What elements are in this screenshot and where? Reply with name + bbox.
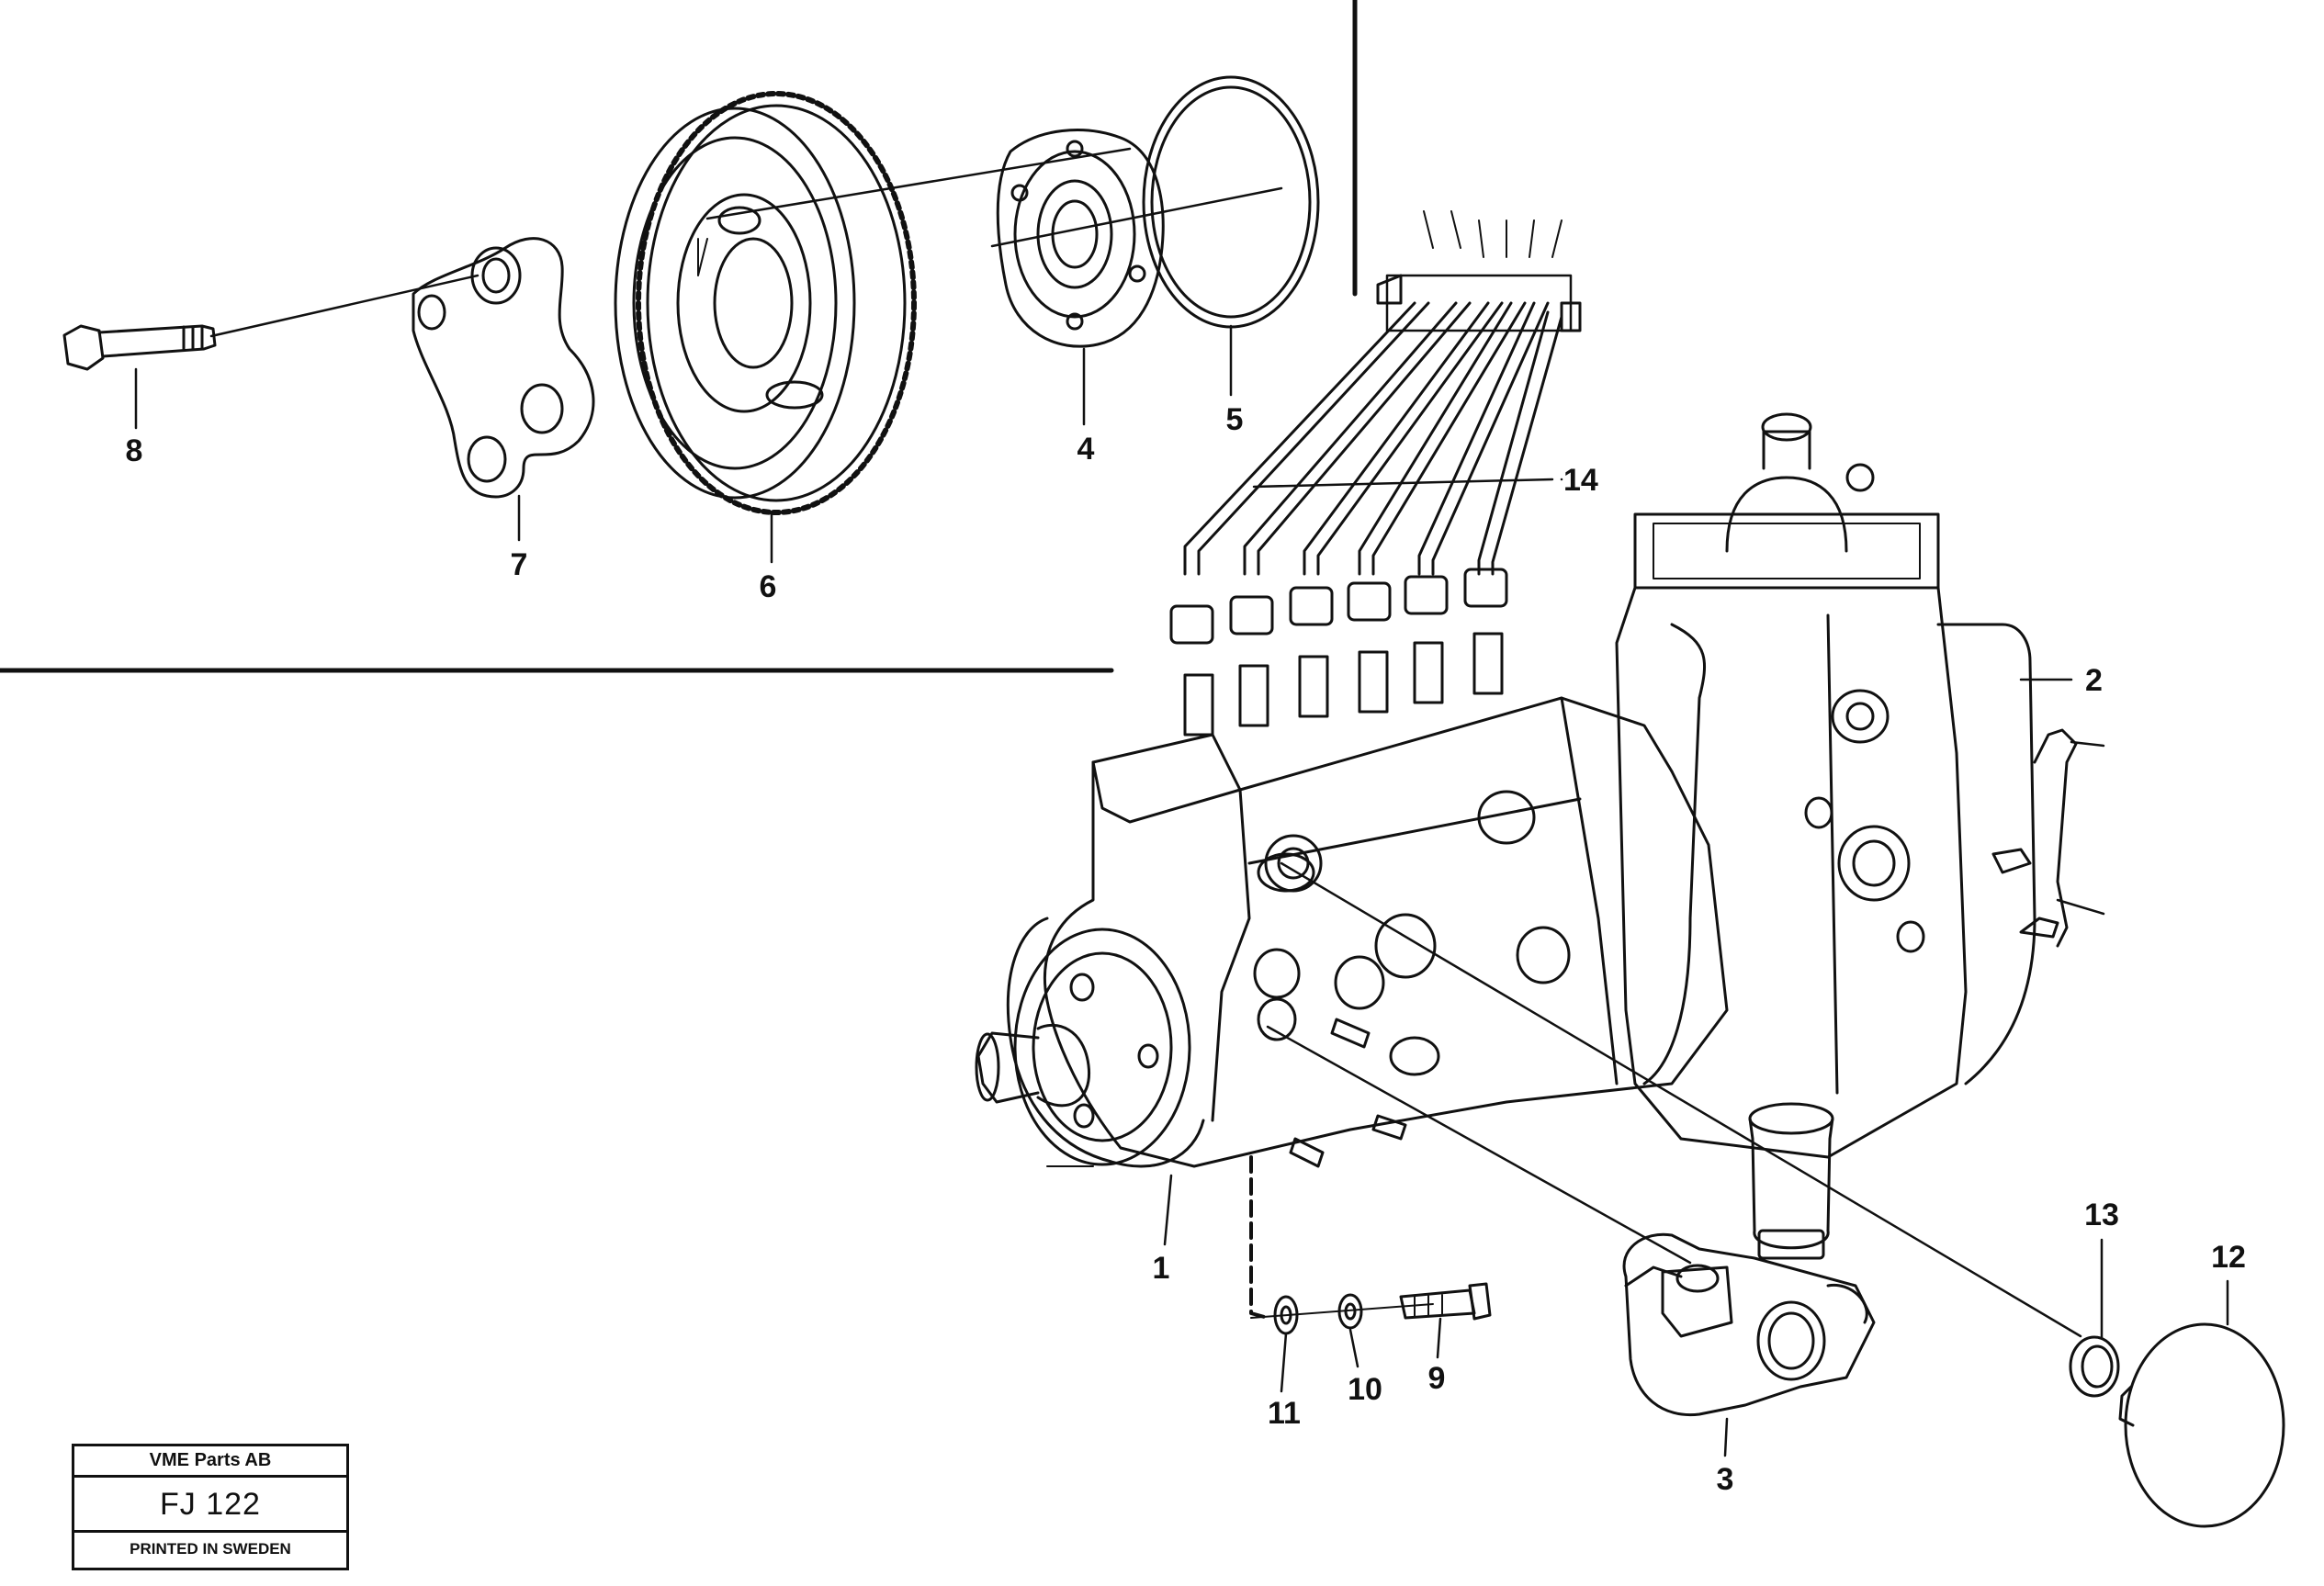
stamp-code: FJ 122 <box>74 1478 346 1533</box>
callout-14: 14 <box>1563 463 1598 498</box>
callout-13: 13 <box>2084 1198 2119 1232</box>
part-gear <box>614 91 917 515</box>
leader-boss-to-cap <box>1280 861 2082 1338</box>
part-delivery-pipes <box>1169 210 1582 645</box>
callout-10: 10 <box>1348 1372 1382 1407</box>
stamp-printed: PRINTED IN SWEDEN <box>130 1540 291 1558</box>
callout-4: 4 <box>1077 432 1095 467</box>
part-bolt <box>62 274 479 371</box>
callout-9: 9 <box>1428 1361 1446 1396</box>
part-sealing-ring <box>2069 1335 2120 1398</box>
callout-11: 11 <box>1268 1396 1301 1431</box>
part-o-ring <box>1142 75 1320 329</box>
callout-6: 6 <box>760 569 777 604</box>
callout-1: 1 <box>1153 1251 1170 1286</box>
part-cover-cap <box>2118 1322 2285 1528</box>
callout-8: 8 <box>126 433 143 468</box>
leader-pump-to-feedpump <box>1266 1025 1692 1265</box>
part-feed-pump <box>1622 1102 1876 1417</box>
callout-2: 2 <box>2085 663 2103 698</box>
part-clamp-flange <box>412 237 595 499</box>
stamp-company: VME Parts AB <box>74 1446 346 1478</box>
divider-lines <box>0 0 1358 673</box>
part-injection-pump <box>975 632 1729 1168</box>
callout-5: 5 <box>1226 402 1244 437</box>
part-screw-washers <box>1249 1155 1492 1335</box>
callout-7: 7 <box>511 547 528 582</box>
callout-leaders <box>134 324 2229 1457</box>
callout-labels: 1 2 3 4 5 6 7 8 9 10 11 12 13 14 <box>126 402 2246 1497</box>
part-governor <box>1615 412 2105 1159</box>
title-stamp: VME Parts AB FJ 122 PRINTED IN SWEDEN <box>72 1444 349 1570</box>
part-bearing-flange <box>705 129 1283 348</box>
callout-12: 12 <box>2211 1240 2246 1275</box>
callout-3: 3 <box>1717 1462 1734 1497</box>
